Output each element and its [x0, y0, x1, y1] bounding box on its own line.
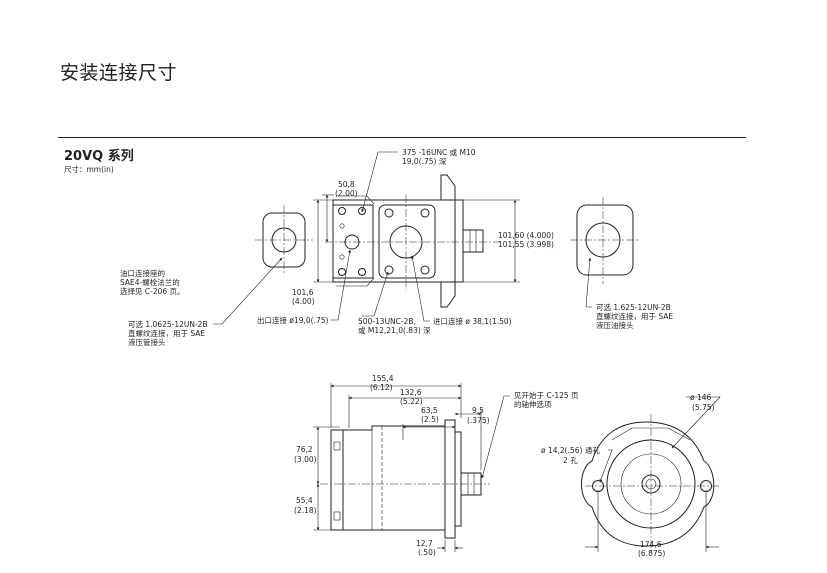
left-flange-note: 油口连接座的 SAE4-螺栓法兰的 选择见 C-206 页。: [120, 268, 185, 296]
svg-text:9,5: 9,5: [472, 406, 484, 415]
svg-text:见开始于 C-125 页: 见开始于 C-125 页: [514, 390, 579, 400]
page-title: 安装连接尺寸: [60, 62, 178, 84]
unit-note: 尺寸：mm(in): [64, 165, 114, 174]
svg-text:50,8: 50,8: [338, 180, 355, 189]
svg-text:进口连接 ø 38,1(1.50): 进口连接 ø 38,1(1.50): [433, 316, 512, 326]
svg-text:(2.18): (2.18): [294, 506, 317, 515]
svg-text:101,6: 101,6: [292, 288, 314, 297]
svg-text:可选 1.625-12UN-2B: 可选 1.625-12UN-2B: [596, 302, 671, 312]
svg-text:(6.12): (6.12): [370, 383, 393, 392]
svg-text:液压管接头: 液压管接头: [128, 337, 166, 347]
dim-76-2: 76,2 (3.00): [294, 426, 340, 485]
svg-text:174,6: 174,6: [640, 540, 662, 549]
svg-text:(5.75): (5.75): [692, 403, 715, 412]
svg-text:可选 1.0625-12UN-2B: 可选 1.0625-12UN-2B: [128, 319, 208, 329]
dim-shaft-height: 101,60 (4.000) 101,55 (3.998): [462, 199, 554, 283]
right-option-note: 可选 1.625-12UN-2B 直螺纹连接，用于 SAE 液压油接头: [585, 257, 673, 330]
dim-63-5: 63,5 (2.5): [402, 406, 456, 440]
dim-101-6: 101,6 (4.00): [292, 199, 333, 306]
svg-text:2 孔: 2 孔: [563, 456, 578, 465]
svg-text:直螺纹连接，用于 SAE: 直螺纹连接，用于 SAE: [128, 328, 205, 338]
svg-text:132,6: 132,6: [400, 388, 422, 397]
dim-132-6: 132,6 (5.22): [348, 388, 462, 428]
thread-500-callout: 500-13UNC-2B, 或 M12,21,0(.83) 深: [358, 271, 431, 335]
svg-text:的轴伸选项: 的轴伸选项: [514, 399, 552, 409]
svg-text:油口连接座的: 油口连接座的: [120, 268, 165, 278]
svg-text:19,0(.75) 深: 19,0(.75) 深: [402, 157, 447, 166]
dim-50-8: 50,8 (2.00): [322, 180, 358, 243]
dim-146: ø 146 (5.75): [671, 393, 721, 449]
svg-text:(2.5): (2.5): [421, 415, 439, 424]
svg-text:出口连接 ø19,0(.75): 出口连接 ø19,0(.75): [257, 315, 329, 325]
svg-text:500-13UNC-2B,: 500-13UNC-2B,: [358, 317, 416, 326]
hole-note: ø 14,2(.56) 通孔 2 孔: [541, 445, 613, 483]
dim-55-4: 55,4 (2.18): [294, 483, 340, 531]
dim-12-7: 12,7 (.50): [416, 539, 463, 557]
callout-thread-top: 375 -16UNC 或 M10 19,0(.75) 深: [361, 147, 476, 213]
svg-text:101,60 (4.000): 101,60 (4.000): [498, 231, 554, 240]
svg-text:SAE4-螺栓法兰的: SAE4-螺栓法兰的: [120, 277, 180, 287]
svg-text:选择见 C-206 页。: 选择见 C-206 页。: [120, 286, 185, 296]
svg-text:12,7: 12,7: [416, 539, 433, 548]
svg-text:直螺纹连接，用于 SAE: 直螺纹连接，用于 SAE: [596, 311, 673, 321]
right-port-view: [570, 197, 640, 284]
left-port-view: [255, 205, 313, 275]
svg-text:101,55 (3.998): 101,55 (3.998): [498, 240, 554, 249]
svg-text:76,2: 76,2: [296, 445, 313, 454]
shaft-option-note: 见开始于 C-125 页 的轴伸选项: [481, 390, 579, 479]
dim-174-6: 174,6 (6.875): [585, 490, 719, 558]
svg-text:(.375): (.375): [467, 416, 490, 425]
pump-end-view: [581, 414, 720, 552]
svg-text:液压油接头: 液压油接头: [596, 320, 634, 330]
section-title: 20VQ 系列: [64, 149, 134, 164]
svg-text:(5.22): (5.22): [400, 397, 423, 406]
svg-text:(6.875): (6.875): [638, 549, 665, 558]
svg-text:(3.00): (3.00): [294, 455, 317, 464]
dim-9-5: 9,5 (.375): [454, 406, 490, 470]
svg-text:(.50): (.50): [418, 548, 436, 557]
svg-text:ø 14,2(.56) 通孔: ø 14,2(.56) 通孔: [541, 445, 600, 455]
svg-text:或 M12,21,0(.83) 深: 或 M12,21,0(.83) 深: [358, 325, 431, 335]
svg-text:155,4: 155,4: [372, 374, 394, 383]
inlet-callout: 进口连接 ø 38,1(1.50): [411, 255, 512, 326]
dim-155-4: 155,4 (6.12): [330, 374, 462, 428]
pump-front-view: [325, 174, 500, 308]
svg-text:55,4: 55,4: [296, 496, 313, 505]
svg-text:(4.00): (4.00): [292, 297, 315, 306]
left-option-note: 可选 1.0625-12UN-2B 直螺纹连接，用于 SAE 液压管接头: [128, 257, 283, 347]
svg-text:375 -16UNC 或 M10: 375 -16UNC 或 M10: [402, 147, 476, 157]
svg-text:63,5: 63,5: [421, 406, 438, 415]
svg-text:ø 146: ø 146: [690, 393, 712, 402]
pump-side-view: [320, 419, 490, 539]
svg-text:(2.00): (2.00): [335, 189, 358, 198]
outlet-callout: 出口连接 ø19,0(.75): [257, 249, 352, 325]
section-divider: [58, 137, 746, 138]
